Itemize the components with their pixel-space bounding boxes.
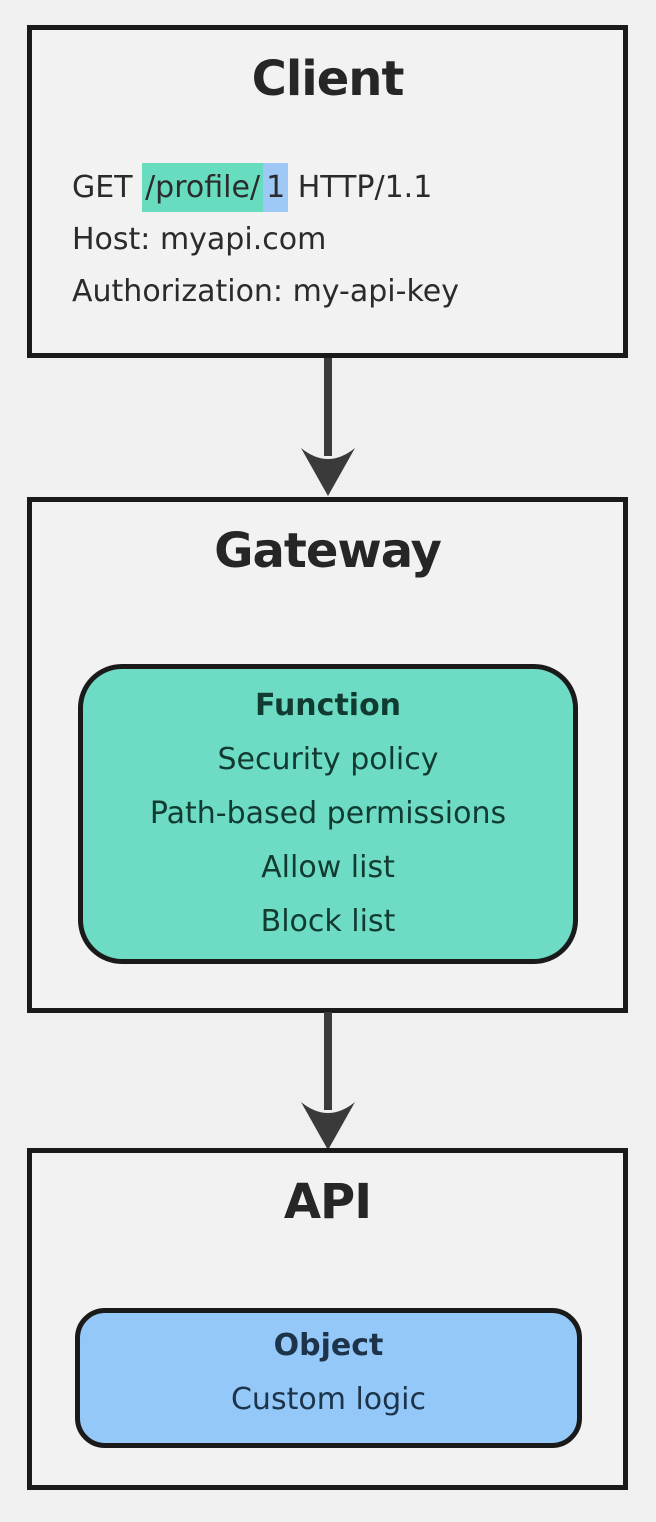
- object-box-title: Object: [273, 1328, 384, 1363]
- gateway-title: Gateway: [214, 523, 442, 579]
- api-node: API Object Custom logic: [27, 1148, 628, 1490]
- request-method: GET: [72, 170, 143, 205]
- function-item: Path-based permissions: [149, 796, 507, 831]
- function-item: Security policy: [217, 742, 439, 777]
- request-protocol: HTTP/1.1: [288, 170, 433, 205]
- function-box: Function Security policy Path-based perm…: [78, 664, 578, 964]
- object-box: Object Custom logic: [75, 1308, 582, 1448]
- client-title: Client: [251, 51, 405, 107]
- api-title: API: [283, 1174, 372, 1230]
- host-line: Host: myapi.com: [72, 222, 327, 257]
- authorization-line: Authorization: my-api-key: [72, 274, 459, 309]
- function-box-title: Function: [254, 688, 402, 723]
- http-request-block: GET /profile/1 HTTP/1.1 Host: myapi.com …: [72, 162, 459, 318]
- gateway-node: Gateway Function Security policy Path-ba…: [27, 497, 628, 1013]
- request-path-highlight: /profile/: [142, 163, 264, 212]
- arrow-down-icon: [301, 1012, 355, 1150]
- function-item: Block list: [260, 904, 396, 939]
- function-item: Allow list: [261, 850, 395, 885]
- object-item: Custom logic: [230, 1382, 427, 1417]
- client-node: Client GET /profile/1 HTTP/1.1 Host: mya…: [27, 25, 628, 358]
- request-id-highlight: 1: [263, 163, 289, 212]
- request-line: GET /profile/1 HTTP/1.1: [72, 162, 459, 214]
- arrow-down-icon: [301, 358, 355, 496]
